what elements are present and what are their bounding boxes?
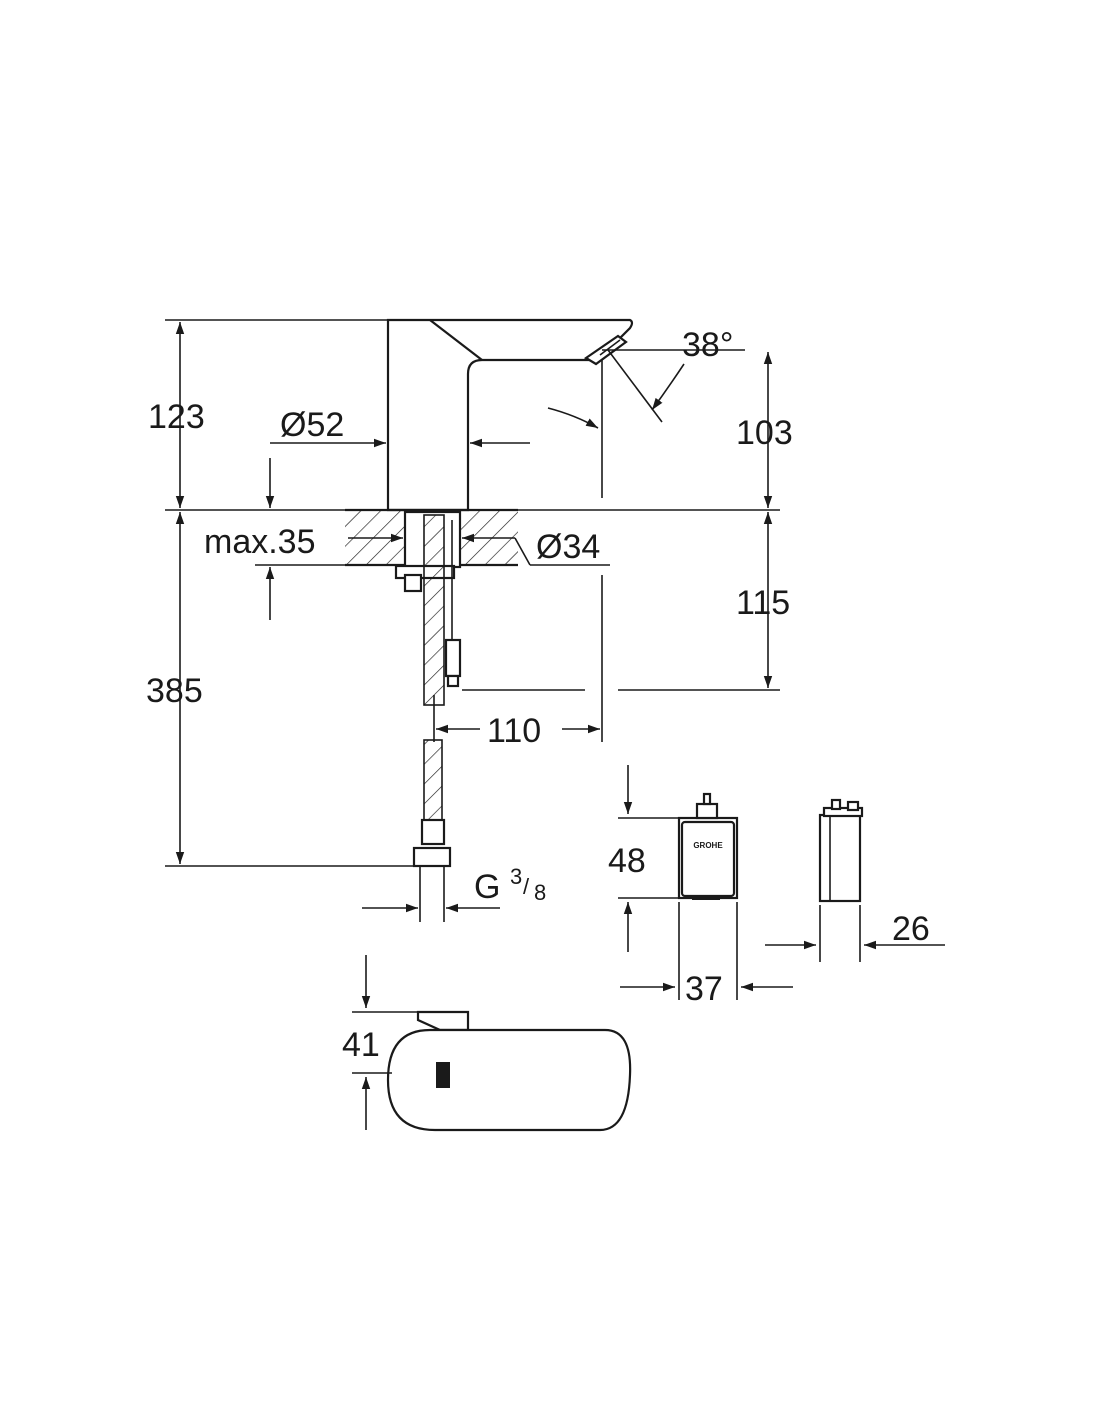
spout-top-view [352, 955, 632, 1132]
dimension-lines [165, 319, 780, 913]
dim-box-width: 37 [685, 970, 723, 1008]
dim-spout-top-height: 41 [342, 1026, 380, 1064]
dim-thread-den: 8 [534, 880, 546, 905]
dimension-labels: 123 Ø52 38° 103 max.35 Ø34 115 385 110 G… [146, 326, 930, 1064]
control-box-side [765, 798, 945, 962]
dim-body-diameter: Ø52 [280, 406, 344, 444]
grohe-logo: GROHE [693, 841, 723, 850]
dim-outlet-angle: 38° [682, 326, 733, 364]
dim-shank-below-deck: 115 [736, 584, 790, 622]
faucet-body [386, 318, 634, 512]
dim-box-height: 48 [608, 842, 646, 880]
mounting-shank [394, 510, 462, 922]
dim-spout-projection: 110 [487, 712, 541, 750]
dim-spout-height: 123 [148, 398, 205, 436]
dim-outlet-height: 103 [736, 414, 793, 452]
dim-thread-num: 3 [510, 864, 522, 889]
dim-hole-diameter: Ø34 [536, 528, 600, 566]
dim-box-depth: 26 [892, 910, 930, 948]
dim-thread-slash: / [523, 874, 530, 899]
dim-deck-thickness: max.35 [204, 523, 316, 561]
dim-thread-base: G [474, 868, 500, 906]
control-box-front: GROHE [618, 765, 793, 1000]
dim-total-hose-length: 385 [146, 672, 203, 710]
